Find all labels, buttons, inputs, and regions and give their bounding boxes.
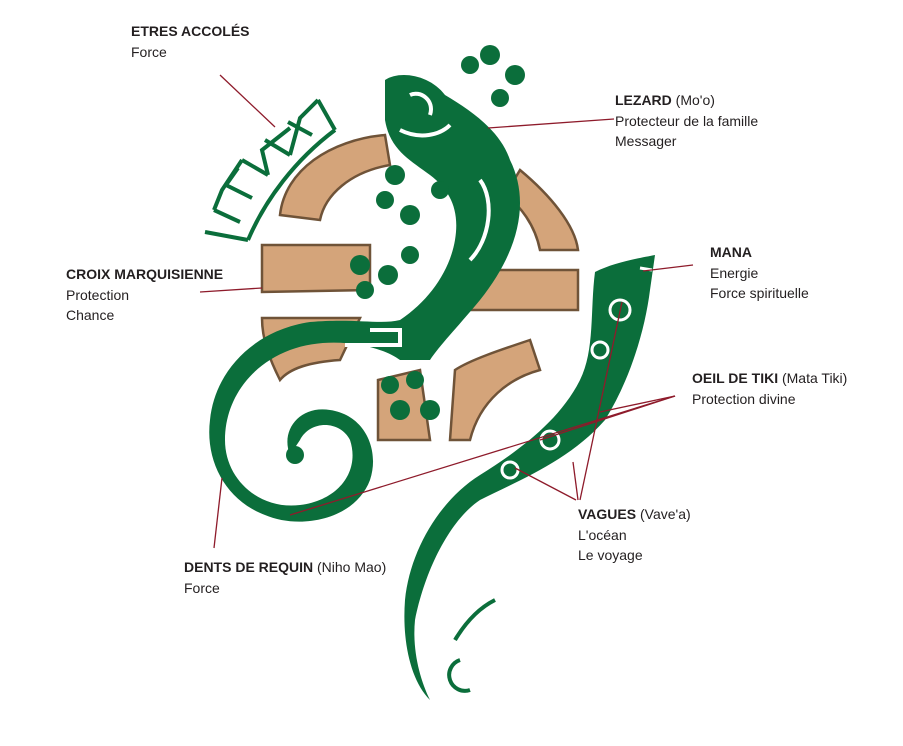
label-etres-accoles: ETRES ACCOLÉS Force [131,21,250,62]
lizard-white-patterns [345,91,491,347]
label-title: DENTS DE REQUIN [184,559,314,575]
label-mana: MANA Energie Force spirituelle [710,242,809,304]
label-line: Le voyage [578,547,643,563]
label-line: Energie [710,264,759,281]
label-line: Chance [66,307,115,323]
lizard [209,45,525,522]
label-oeil-de-tiki: OEIL DE TIKI (Mata Tiki) Protection divi… [692,368,847,409]
etres-accoles-motif [204,98,337,242]
label-lezard: LEZARD (Mo'o) Protecteur de la famille M… [615,90,758,152]
label-title: LEZARD [615,92,672,108]
label-line: Protecteur de la famille [615,112,759,129]
label-alt: (Mata Tiki) [781,370,848,386]
label-croix-marquisienne: CROIX MARQUISIENNE Protection Chance [66,264,223,326]
leader-lines [199,74,694,549]
label-alt: (Niho Mao) [317,559,387,575]
label-line: L'océan [578,526,627,543]
label-title: OEIL DE TIKI [692,370,779,386]
label-line: Force spirituelle [710,285,809,301]
tail-motif [404,255,655,700]
label-line: Messager [615,133,677,149]
label-title: VAGUES [578,506,637,522]
label-line: Force [184,579,220,596]
label-vagues: VAGUES (Vave'a) L'océan Le voyage [578,504,691,566]
label-title: ETRES ACCOLÉS [131,23,250,39]
label-alt: (Vave'a) [639,506,691,522]
label-line: Protection divine [692,390,796,407]
label-dents-de-requin: DENTS DE REQUIN (Niho Mao) Force [184,557,386,598]
label-title: CROIX MARQUISIENNE [66,266,224,282]
label-alt: (Mo'o) [675,92,715,108]
label-line: Protection [66,286,130,303]
label-line: Force [131,43,167,60]
label-title: MANA [710,244,752,260]
marquesan-cross [260,133,580,442]
